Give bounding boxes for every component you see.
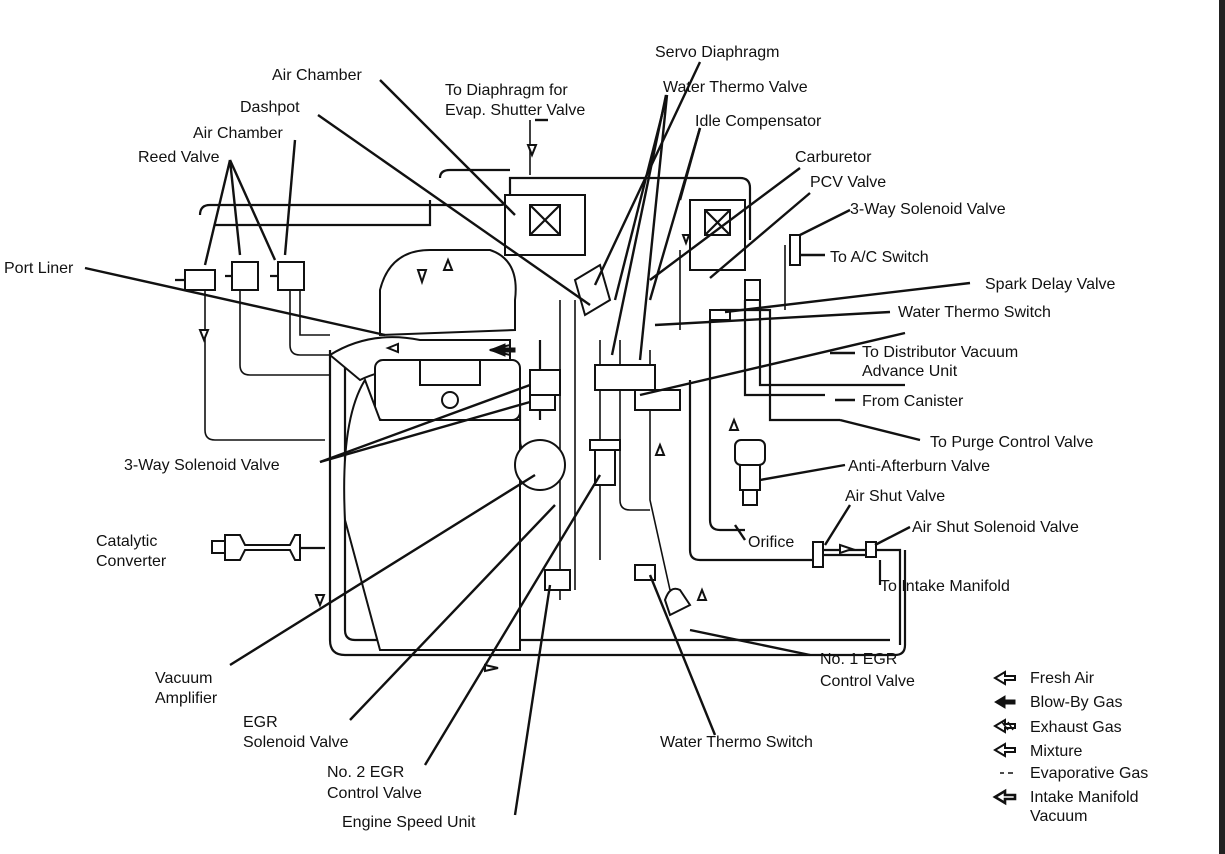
label-no1-egr: No. 1 EGR — [820, 651, 897, 668]
right-edge-bar — [1219, 0, 1225, 854]
label-water-thermo-switch-bottom: Water Thermo Switch — [660, 734, 813, 751]
label-vacuum: Vacuum — [155, 670, 213, 687]
legend-exhaust-gas: Exhaust Gas — [1030, 719, 1122, 736]
legend-fresh-air: Fresh Air — [1030, 670, 1095, 687]
label-catalytic: Catalytic — [96, 533, 157, 550]
label-port-liner: Port Liner — [4, 260, 74, 277]
label-converter: Converter — [96, 553, 167, 570]
label-air-shut-valve: Air Shut Valve — [845, 488, 945, 505]
thick-arrow-icon — [992, 788, 1017, 806]
legend-evaporative-gas: Evaporative Gas — [1030, 765, 1148, 782]
label-engine-speed-unit: Engine Speed Unit — [342, 814, 476, 831]
label-air-chamber-upper: Air Chamber — [272, 67, 362, 84]
label-servo-diaphragm: Servo Diaphragm — [655, 44, 780, 61]
legend-intake-manifold: Intake Manifold — [1030, 789, 1139, 806]
hollow-arrow-icon — [993, 670, 1016, 686]
label-3way-solenoid-left: 3-Way Solenoid Valve — [124, 457, 280, 474]
label-to-diaphragm: To Diaphragm for — [445, 82, 568, 99]
label-dashpot: Dashpot — [240, 99, 300, 116]
label-to-distributor: To Distributor Vacuum — [862, 344, 1018, 361]
label-3way-solenoid-top: 3-Way Solenoid Valve — [850, 201, 1006, 218]
label-orifice: Orifice — [748, 534, 794, 551]
label-idle-compensator: Idle Compensator — [695, 113, 822, 130]
anti-afterburn-valve-shape — [734, 439, 766, 506]
label-no2-egr: No. 2 EGR — [327, 764, 404, 781]
label-reed-valve: Reed Valve — [138, 149, 220, 166]
carburetor — [504, 194, 801, 617]
reed-valve-shapes — [175, 261, 305, 291]
label-egr-solenoid: Solenoid Valve — [243, 734, 349, 751]
label-to-purge-control: To Purge Control Valve — [930, 434, 1093, 451]
air-shut-valve-shape — [812, 541, 882, 585]
label-water-thermo-switch-top: Water Thermo Switch — [898, 304, 1051, 321]
label-no1-egr-control: Control Valve — [820, 673, 915, 690]
label-egr: EGR — [243, 714, 278, 731]
diagram-labels: Servo Diaphragm Water Thermo Valve Idle … — [4, 44, 1116, 831]
label-evap-shutter: Evap. Shutter Valve — [445, 102, 585, 119]
catalytic-converter-shape — [211, 534, 325, 561]
label-air-shut-solenoid: Air Shut Solenoid Valve — [912, 519, 1079, 536]
outline-arrow-icon — [993, 742, 1016, 758]
legend: Fresh Air Blow-By Gas Exhaust Gas Mixtur… — [992, 670, 1148, 825]
label-anti-afterburn: Anti-Afterburn Valve — [848, 458, 990, 475]
label-advance-unit: Advance Unit — [862, 363, 958, 380]
leader-lines — [84, 61, 971, 816]
label-water-thermo-valve: Water Thermo Valve — [663, 79, 808, 96]
legend-mixture: Mixture — [1030, 743, 1083, 760]
flow-arrows — [198, 144, 856, 673]
label-no2-egr-control: Control Valve — [327, 785, 422, 802]
label-to-ac-switch: To A/C Switch — [830, 249, 929, 266]
label-amplifier: Amplifier — [155, 690, 218, 707]
label-to-intake-manifold: To Intake Manifold — [880, 578, 1010, 595]
label-spark-delay-valve: Spark Delay Valve — [985, 276, 1116, 293]
legend-blow-by-gas: Blow-By Gas — [1030, 694, 1122, 711]
engine-block — [328, 249, 566, 651]
solid-arrow-icon — [994, 695, 1016, 709]
label-air-chamber-lower: Air Chamber — [193, 125, 283, 142]
striped-arrow-icon — [993, 718, 1016, 734]
legend-vacuum: Vacuum — [1030, 808, 1088, 825]
label-pcv-valve: PCV Valve — [810, 174, 886, 191]
label-carburetor: Carburetor — [795, 149, 872, 166]
label-from-canister: From Canister — [862, 393, 964, 410]
